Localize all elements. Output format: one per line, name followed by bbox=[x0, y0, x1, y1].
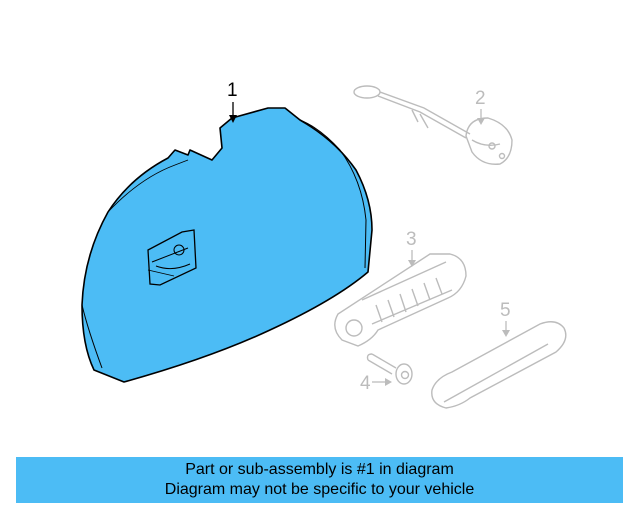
part-5-pad[interactable] bbox=[431, 321, 567, 409]
info-banner: Part or sub-assembly is #1 in diagram Di… bbox=[16, 457, 623, 503]
callout-2-label: 2 bbox=[475, 88, 486, 109]
callout-3: 3 bbox=[406, 229, 417, 267]
part-2-strap-clip[interactable] bbox=[353, 85, 513, 165]
callout-4-label: 4 bbox=[360, 373, 371, 394]
banner-line-disclaimer: Diagram may not be specific to your vehi… bbox=[164, 481, 475, 498]
callout-2: 2 bbox=[475, 88, 486, 125]
callout-1: 1 bbox=[227, 80, 238, 123]
part-1-body bbox=[81, 107, 373, 383]
part-3-grille[interactable] bbox=[334, 253, 467, 347]
callout-1-label: 1 bbox=[227, 80, 238, 101]
part-1-rim-edge bbox=[299, 119, 367, 269]
callout-4: 4 bbox=[360, 373, 392, 394]
callout-5: 5 bbox=[500, 300, 511, 337]
parts-diagram: 1 2 3 4 5 bbox=[81, 80, 567, 409]
banner-line-part-number: Part or sub-assembly is #1 in diagram bbox=[185, 461, 454, 478]
part-4-screw[interactable] bbox=[366, 353, 413, 385]
callout-5-label: 5 bbox=[500, 300, 511, 321]
latch-recess bbox=[147, 229, 197, 286]
part-1-top-edge bbox=[107, 159, 189, 213]
callout-3-label: 3 bbox=[406, 229, 417, 250]
part-1-inner-edge bbox=[81, 304, 103, 369]
part-1-cover-panel[interactable] bbox=[81, 107, 373, 383]
